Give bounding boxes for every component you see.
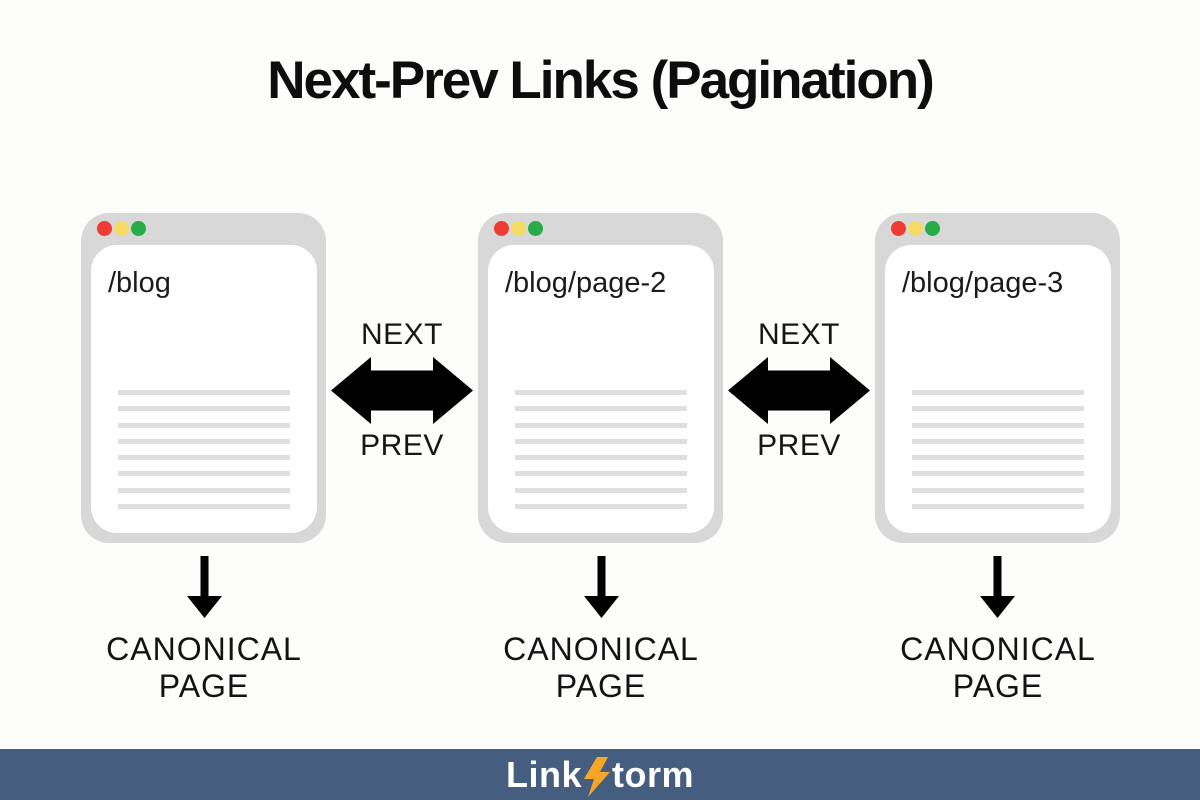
canonical-line1: CANONICAL xyxy=(900,631,1096,667)
content-placeholder-lines xyxy=(515,390,687,520)
next-label: NEXT xyxy=(757,318,840,351)
maximize-dot-icon xyxy=(528,221,543,236)
browser-window-page2: /blog/page-2 xyxy=(478,213,723,543)
traffic-light-dots xyxy=(891,221,940,236)
next-prev-link-1: NEXT PREV xyxy=(322,318,482,463)
traffic-light-dots xyxy=(97,221,146,236)
prev-label: PREV xyxy=(757,429,841,462)
canonical-line2: PAGE xyxy=(952,668,1044,704)
content-placeholder-lines xyxy=(118,390,290,520)
canonical-line2: PAGE xyxy=(158,668,250,704)
content-placeholder-lines xyxy=(912,390,1084,520)
down-arrow-icon xyxy=(187,556,222,618)
minimize-dot-icon xyxy=(511,221,526,236)
close-dot-icon xyxy=(891,221,906,236)
footer-bar: Link torm xyxy=(0,749,1200,800)
close-dot-icon xyxy=(97,221,112,236)
next-prev-link-2: NEXT PREV xyxy=(719,318,879,463)
double-arrow-icon xyxy=(728,357,870,424)
brand-suffix: torm xyxy=(612,753,694,795)
page-title: Next-Prev Links (Pagination) xyxy=(267,51,935,110)
canonical-page-label: CANONICAL PAGE xyxy=(441,631,761,705)
maximize-dot-icon xyxy=(925,221,940,236)
close-dot-icon xyxy=(494,221,509,236)
prev-label: PREV xyxy=(360,429,444,462)
canonical-page-label: CANONICAL PAGE xyxy=(44,631,364,705)
traffic-light-dots xyxy=(494,221,543,236)
window-body: /blog xyxy=(91,245,317,533)
canonical-line2: PAGE xyxy=(555,668,647,704)
window-body: /blog/page-2 xyxy=(488,245,714,533)
linkstorm-logo: Link torm xyxy=(505,753,694,797)
maximize-dot-icon xyxy=(131,221,146,236)
minimize-dot-icon xyxy=(908,221,923,236)
url-label: /blog/page-3 xyxy=(902,267,1064,299)
browser-window-blog: /blog xyxy=(81,213,326,543)
lightning-bolt-icon xyxy=(584,756,610,797)
minimize-dot-icon xyxy=(114,221,129,236)
double-arrow-icon xyxy=(331,357,473,424)
url-label: /blog xyxy=(108,267,171,299)
canonical-line1: CANONICAL xyxy=(106,631,302,667)
next-label: NEXT xyxy=(360,318,443,351)
url-label: /blog/page-2 xyxy=(505,267,667,299)
canonical-line1: CANONICAL xyxy=(503,631,699,667)
down-arrow-icon xyxy=(584,556,619,618)
brand-prefix: Link xyxy=(505,753,582,795)
browser-window-page3: /blog/page-3 xyxy=(875,213,1120,543)
window-body: /blog/page-3 xyxy=(885,245,1111,533)
down-arrow-icon xyxy=(980,556,1015,618)
canonical-page-label: CANONICAL PAGE xyxy=(838,631,1158,705)
